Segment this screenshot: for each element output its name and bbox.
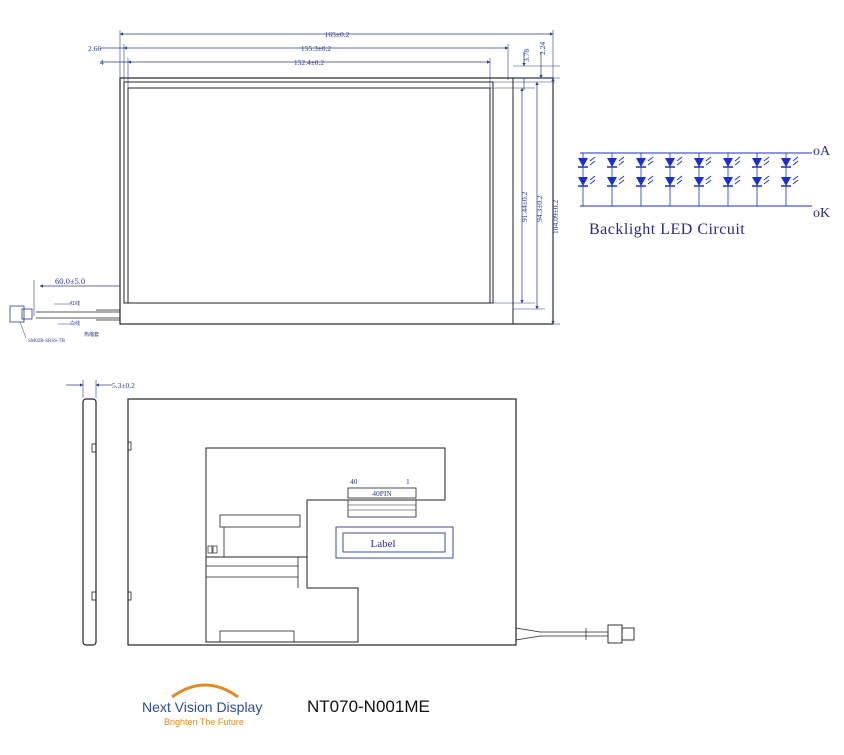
front-right-small-dims [522,52,543,90]
left-offset-a-dim: 2.66 [88,44,101,53]
front-frame-outline [123,81,494,304]
led-diode-icon [781,156,799,168]
footer: Next Vision Display Brighten The Future … [142,683,430,727]
label-text: Label [370,538,395,550]
model-number: NT070-N001ME [307,697,430,716]
bezel-height-dim: 94.3±0.2 [535,195,544,222]
wire-label-3: 热缩套 [84,331,99,338]
front-horizontal-dims [100,32,554,64]
overall-height-dim: 104.09±0.2 [551,200,560,234]
led-diode-icon [694,156,712,168]
front-vertical-dims [520,77,555,325]
wire-label-2: 白线 [70,320,80,327]
bezel-width-dim: 155.3±0.2 [301,44,332,53]
led-diode-icon [607,156,625,168]
connector-part-label: SM02B-SRSS-TB [28,339,66,344]
label-area-outer [335,526,454,559]
led-diode-icon [665,156,683,168]
cable-length-dim: 60.0±5.0 [55,276,85,286]
front-view: 165±0.2 155.3±0.2 152.4±0.2 2.66 4 3.78 … [9,30,560,344]
led-diode-icon [665,175,683,187]
overall-width-dim: 165±0.2 [325,30,350,39]
side-view: 5.3±0.2 [66,380,135,646]
brand-name: Next Vision Display [142,699,262,715]
wire-label-1: 红线 [70,300,80,307]
pcb-outline [205,447,446,558]
led-diode-icon [694,175,712,187]
right-offset-b-dim: 2.24 [538,42,547,55]
led-diode-icon [752,156,770,168]
fpc-connector-outline [347,487,417,499]
led-diode-icon [723,175,741,187]
backlight-circuit-title: Backlight LED Circuit [589,221,745,238]
right-offset-a-dim: 3.78 [522,49,531,62]
backlight-cable: 60.0±5.0 红线 白线 热缩套 SM02B-SRSS-TB [9,276,121,344]
front-outer-outline [119,77,554,325]
led-diode-icon [636,175,654,187]
thickness-dim: 5.3±0.2 [112,381,135,390]
rear-cable-connector [607,624,623,644]
led-diode-icon [607,175,625,187]
pin-40-label: 40 [350,477,358,486]
led-array [578,153,799,206]
cathode-terminal: oK [813,206,830,221]
active-height-dim: 91.44±0.2 [520,191,529,222]
rear-view: 40 1 40PIN Label [127,398,635,646]
side-profile [82,398,97,646]
cable-connector [9,305,25,323]
logo-swoosh [171,683,239,699]
front-bezel-outline [119,77,514,325]
active-width-dim: 152.4±0.2 [294,58,325,67]
left-offset-b-dim: 4 [100,58,104,67]
backlight-led-circuit: oA oK Backlight LED Circuit [578,144,831,238]
anode-terminal: oA [813,144,831,159]
led-diode-icon [578,175,596,187]
brand-slogan: Brighten The Future [164,717,244,727]
led-diode-icon [636,156,654,168]
led-diode-icon [723,156,741,168]
connector-40pin-label: 40PIN [372,489,392,498]
front-active-area [127,87,491,304]
pin-1-label: 1 [406,477,410,486]
led-diode-icon [752,175,770,187]
led-diode-icon [578,156,596,168]
rear-outline [127,398,517,646]
led-diode-icon [781,175,799,187]
front-extension-lines [119,30,560,325]
